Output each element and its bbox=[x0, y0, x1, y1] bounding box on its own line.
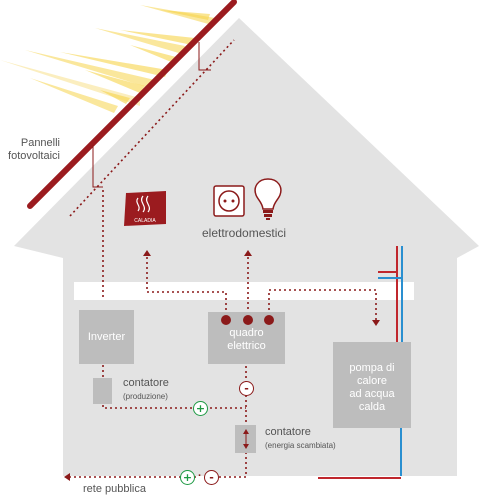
grid-label: rete pubblica bbox=[83, 483, 146, 495]
heat-pump-box bbox=[333, 342, 411, 428]
minus-sign-grid: - bbox=[204, 470, 219, 485]
heating-pipes bbox=[318, 246, 403, 479]
solar-panel bbox=[27, 0, 237, 209]
inverter-label: Inverter bbox=[87, 331, 126, 343]
production-meter-label: contatore bbox=[123, 377, 169, 389]
sun-rays bbox=[0, 5, 215, 113]
exchange-meter-label: contatore bbox=[265, 426, 311, 438]
production-meter-sub: (produzione) bbox=[123, 392, 168, 401]
panel-board-label: quadro elettrico bbox=[227, 327, 266, 352]
inverter-box bbox=[79, 310, 134, 364]
sign-separator: · bbox=[198, 470, 202, 482]
up-down-arrows-icon bbox=[243, 429, 249, 449]
plus-sign-production: + bbox=[193, 401, 208, 416]
light-bulb-icon bbox=[254, 178, 282, 220]
distribution-bar bbox=[74, 282, 414, 300]
production-meter-box bbox=[93, 378, 112, 404]
panel-cable-lower bbox=[92, 145, 103, 188]
heat-pump-label: pompa di calore ad acqua calda bbox=[349, 362, 395, 413]
panels-label: Pannelli fotovoltaici bbox=[8, 137, 60, 162]
brand-logo-text: CALADIA bbox=[134, 218, 156, 224]
socket-icon bbox=[213, 185, 245, 217]
plus-sign-grid: + bbox=[180, 470, 195, 485]
panel-board-connectors bbox=[221, 315, 274, 325]
minus-sign-board: - bbox=[239, 381, 254, 396]
exchange-meter-sub: (energia scambiata) bbox=[265, 441, 336, 450]
caladia-heater-icon: CALADIA bbox=[124, 191, 166, 226]
appliances-label: elettrodomestici bbox=[202, 226, 287, 240]
